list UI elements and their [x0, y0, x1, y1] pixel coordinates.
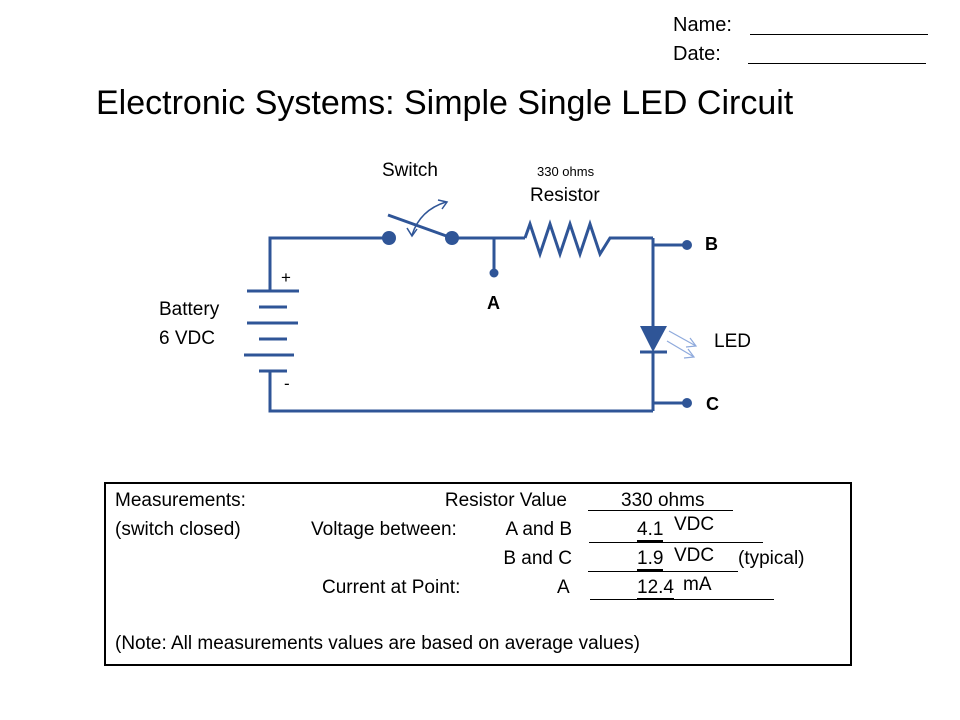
- switch-label: Switch: [382, 160, 438, 181]
- voltage-between-label: Voltage between:: [311, 519, 457, 540]
- point-a-terminal: [489, 268, 499, 278]
- wire-top-left: [268, 236, 389, 290]
- date-label: Date:: [673, 43, 721, 65]
- bc-label: B and C: [503, 548, 572, 569]
- ab-value: 4.1: [637, 519, 664, 542]
- current-label: Current at Point:: [322, 577, 461, 598]
- switch-terminal-right: [445, 231, 459, 245]
- resistor-label: Resistor: [530, 185, 600, 206]
- bc-blank: [588, 571, 738, 572]
- battery-plus-sign: +: [281, 268, 291, 287]
- switch-blade: [387, 213, 453, 240]
- battery-label: Battery: [159, 299, 220, 320]
- date-field[interactable]: [748, 63, 926, 64]
- battery-minus-sign: -: [284, 374, 290, 393]
- resistor-symbol: [523, 219, 653, 259]
- current-point: A: [557, 577, 570, 598]
- measurements-condition: (switch closed): [115, 519, 241, 540]
- ab-blank: [589, 542, 763, 543]
- measurements-box: [104, 482, 852, 666]
- point-b-label: B: [705, 234, 718, 254]
- resistor-value: 330 ohms: [621, 490, 705, 511]
- current-unit: mA: [683, 574, 712, 595]
- led-label: LED: [714, 331, 751, 352]
- led-light-arrows: [666, 330, 698, 359]
- battery-voltage-label: 6 VDC: [159, 328, 215, 349]
- resistor-value-blank: [588, 510, 733, 511]
- name-field[interactable]: [750, 34, 928, 35]
- point-a-label: A: [487, 293, 500, 313]
- bc-unit: VDC: [674, 545, 715, 566]
- point-c-terminal: [682, 398, 692, 408]
- led-icon: [640, 326, 667, 352]
- ab-unit: VDC: [674, 514, 715, 535]
- current-value: 12.4: [637, 577, 674, 600]
- point-b-terminal: [682, 240, 692, 250]
- wire-bottom: [268, 370, 653, 413]
- bc-value: 1.9: [637, 548, 664, 571]
- bc-note: (typical): [738, 548, 805, 569]
- current-blank: [590, 599, 774, 600]
- resistor-value-label: 330 ohms: [537, 164, 595, 179]
- circuit-diagram: [244, 199, 698, 413]
- switch-terminal-left: [382, 231, 396, 245]
- ab-label: A and B: [505, 519, 572, 540]
- measurements-note: (Note: All measurements values are based…: [115, 633, 640, 654]
- point-c-label: C: [706, 394, 719, 414]
- name-label: Name:: [673, 14, 732, 36]
- page-title: Electronic Systems: Simple Single LED Ci…: [96, 84, 794, 122]
- measurements-heading: Measurements:: [115, 490, 246, 511]
- switch-motion-arrow: [406, 199, 449, 238]
- resistor-value-label: Resistor Value: [444, 490, 567, 511]
